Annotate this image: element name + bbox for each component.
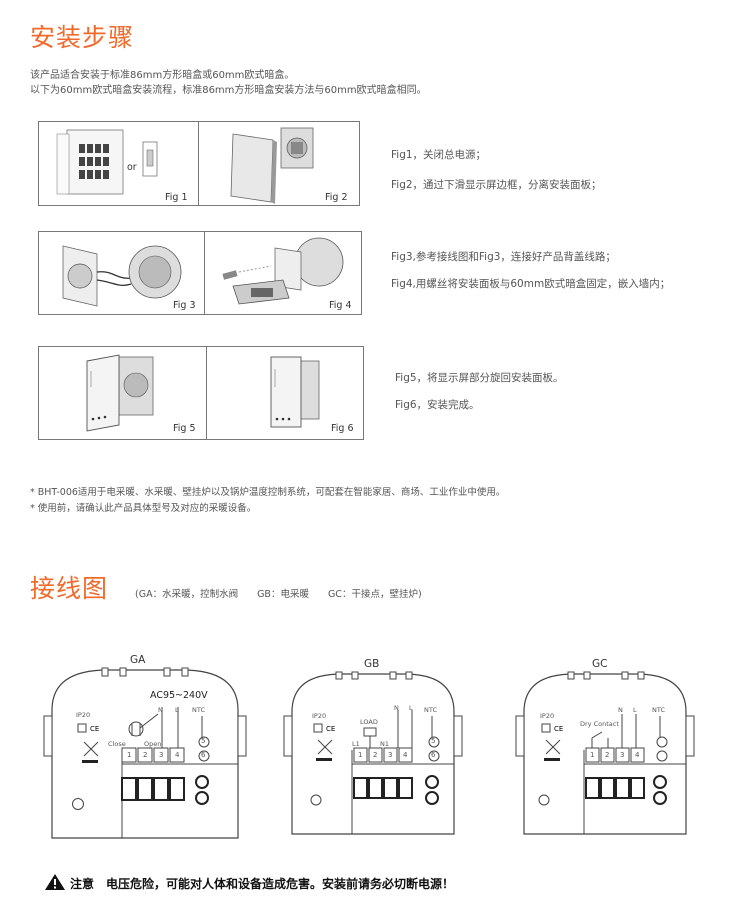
wiring-title: 接线图 [30,574,109,603]
fig3-illustration [62,245,182,307]
svg-text:CE: CE [90,725,99,733]
gc-terminal-1: 1 [590,751,595,759]
diagram-gc-board: CE [515,671,695,835]
ga-terminal-3: 3 [159,751,164,759]
fig3-label: Fig 3 [173,300,196,311]
fig1-illustration [56,129,158,195]
note-1: * BHT-006适用于电采暖、水采暖、壁挂炉以及锅炉温度控制系统，可配套在智能… [30,487,506,498]
ga-terminal-5: 5 [201,737,206,745]
gb-n-label: N [394,704,399,712]
fig1-label: Fig 1 [165,192,188,203]
ga-l-label: L [175,706,179,714]
caption-fig4: Fig4,用螺丝将安装面板与60mm欧式暗盒固定，嵌入墙内； [391,278,671,290]
svg-text:CE: CE [554,725,563,733]
ga-terminal-4: 4 [175,751,180,759]
note-2: * 使用前，请确认此产品具体型号及对应的采暖设备。 [30,503,257,514]
caption-fig3: Fig3,参考接线图和Fig3，连接好产品背盖线路； [391,251,616,263]
intro-line-1: 该产品适合安装于标准86mm方形暗盒或60mm欧式暗盒。 [30,70,295,81]
ga-terminal-6: 6 [201,751,206,759]
fig6-illustration [270,356,320,428]
gc-ntc-label: NTC [652,706,665,714]
diagram-gb-title: GB [364,658,380,670]
diagram-ga-title: GA [130,654,146,666]
svg-text:CE: CE [326,725,335,733]
fig2-panel: Fig 2 [198,121,360,206]
gb-terminal-1: 1 [358,751,363,759]
ga-ntc-label: NTC [192,706,205,714]
ga-ip-label: IP20 [76,711,91,719]
intro-line-2: 以下为60mm欧式暗盒安装流程，标准86mm方形暗盒安装方法与60mm欧式暗盒相… [30,85,427,96]
gb-ntc-label: NTC [424,706,437,714]
gc-ip-label: IP20 [540,712,555,720]
diagram-gb: GB CE IP20 LOAD L1 N1 N L [283,658,463,838]
diagram-gc-title: GC [592,658,608,670]
fig4-panel: Fig 4 [204,231,362,315]
diagram-ga: GA CE AC95~240V IP20 Close [43,652,247,842]
gc-dry-contact-label: Dry Contact [580,720,619,728]
fig4-illustration [222,237,344,305]
fig2-label: Fig 2 [325,192,348,203]
warning-text: 注意 电压危险，可能对人体和设备造成危害。安装前请务必切断电源！ [70,877,455,891]
caption-fig2: Fig2，通过下滑显示屏边框，分离安装面板； [391,179,602,191]
intro-text: 该产品适合安装于标准86mm方形暗盒或60mm欧式暗盒。 以下为60mm欧式暗盒… [30,68,427,98]
warning-icon [45,874,65,890]
install-title: 安装步骤 [30,23,135,52]
notes: * BHT-006适用于电采暖、水采暖、壁挂炉以及锅炉温度控制系统，可配套在智能… [30,485,505,517]
gb-terminal-3: 3 [388,751,393,759]
fig5-illustration [86,354,154,432]
gb-ip-label: IP20 [312,712,327,720]
ga-n-label: N [158,706,163,714]
gc-n-label: N [618,706,623,714]
caption-fig1: Fig1，关闭总电源； [391,149,487,161]
ga-close-label: Close [108,740,126,748]
gc-terminal-4: 4 [635,751,640,759]
wiring-legend: (GA：水采暖，控制水阀 GB：电采暖 GC：干接点，壁挂炉) [135,589,422,600]
fig6-label: Fig 6 [331,423,354,434]
diagram-gc: GC CE IP20 Dry Contact N L [515,658,695,838]
ga-terminal-1: 1 [127,751,132,759]
gb-load-label: LOAD [360,718,378,726]
fig1-or-text: or [127,162,137,173]
fig3-panel: Fig 3 [38,231,206,315]
caption-fig6: Fig6，安装完成。 [395,399,480,411]
gc-terminal-2: 2 [605,751,610,759]
ga-open-label: Open [144,740,162,748]
diagram-gb-board: CE [283,671,463,835]
gb-l-label: L [409,704,413,712]
gb-terminal-5: 5 [431,737,436,745]
gb-terminal-2: 2 [373,751,378,759]
ga-terminal-2: 2 [143,751,148,759]
fig1-panel: or Fig 1 [38,121,200,206]
diagram-ga-board: CE [43,667,247,839]
gb-terminal-6: 6 [431,751,436,759]
gb-l1-label: L1 [352,740,360,748]
fig4-label: Fig 4 [329,300,352,311]
gb-n1-label: N1 [380,740,389,748]
caption-fig5: Fig5，将显示屏部分旋回安装面板。 [395,372,564,384]
fig5-panel: Fig 5 [38,346,208,440]
ga-voltage-label: AC95~240V [150,690,208,701]
gc-terminal-3: 3 [620,751,625,759]
gb-terminal-4: 4 [403,751,408,759]
fig2-illustration [230,127,314,204]
fig5-label: Fig 5 [173,423,196,434]
gc-l-label: L [633,706,637,714]
fig6-panel: Fig 6 [206,346,364,440]
